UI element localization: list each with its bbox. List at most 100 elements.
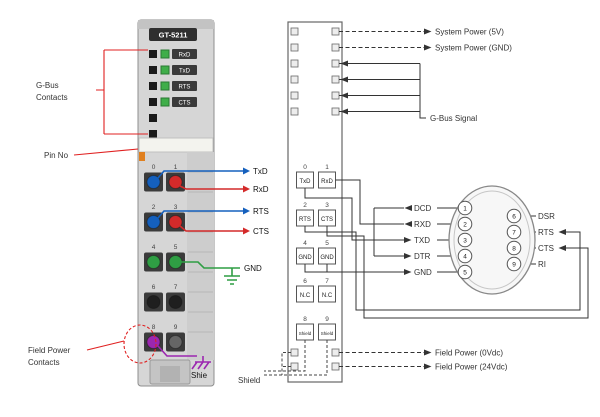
contact-square [331,75,340,84]
signal-label-cts: CTS [538,244,554,253]
module-cover-strip [138,137,214,153]
wire-rts-line [157,210,243,219]
release-tab [139,152,145,161]
wire-cts-wrap [326,226,589,319]
arrow-dcd-icon [404,205,412,211]
db9-pin-7 [506,224,522,240]
model-badge-label: GT-5211 [159,31,188,40]
system-power-5v-label: System Power (5V) [435,28,504,37]
arrow-txd-icon [404,237,412,243]
signal-label-gnd: GND [414,268,432,277]
led-cts-icon [160,97,170,107]
pin-no-label: Pin No [44,151,69,160]
arrow-field-0v-icon [424,349,432,356]
wire-rts-wrap [304,226,581,311]
red-annotations [73,49,157,364]
module-pin-number-6: 6 [152,284,156,291]
arrow-gnd-icon [404,269,412,275]
schem-pin-number-7: 7 [325,278,329,285]
led-txd-icon [160,65,170,75]
wire-txd-schem [304,188,404,241]
wire-txd-left [157,170,243,179]
led-rxd-icon [160,49,170,59]
db9-pin-4 [457,248,473,264]
edge-contacts [290,27,340,371]
contact-square [290,107,299,116]
contact-square [331,43,340,52]
arrow-gbus-icon [340,76,348,83]
module-pin-number-0: 0 [152,164,156,171]
led-chip-rts [172,81,197,91]
field-power-24v-label: Field Power (24Vdc) [435,363,508,372]
signal-label-txd: TXD [414,236,430,245]
wire-txd-line [157,170,243,179]
signal-label-ri: RI [538,260,546,269]
arrow-rxd-icon [243,185,250,193]
db9-pin-2 [457,216,473,232]
wire-label-gnd: GND [244,264,262,273]
contact-square [331,27,340,36]
shield-line-b [264,340,328,376]
signal-label-dcd: DCD [414,204,432,213]
wire-shield-left [157,345,211,370]
module-pin-number-1: 1 [174,164,178,171]
chassis-ground-icon [191,356,211,370]
gbus-contact-dot [149,130,157,138]
db9-inner-face [453,190,531,290]
gbus-signal-label: G-Bus Signal [430,114,477,123]
terminal-pin-0 [146,175,161,189]
gbus-contact-dot [149,114,157,122]
pin-box-rts-label: RTS [299,217,311,223]
terminal-pin-9 [168,335,183,349]
contact-square [290,59,299,68]
db9-pin-4-label: 4 [463,253,467,260]
db9-pin-1 [457,200,473,216]
wire-gnd-line [180,261,240,269]
pin-box-shield-a-label: Shield [299,331,312,336]
contact-square [331,362,340,371]
schem-pin-number-1: 1 [325,164,329,171]
terminal-pin-6 [146,295,161,309]
shield-lines [264,340,328,376]
wire-label-shield: Shie [191,371,208,380]
terminal-pin-7 [168,295,183,309]
arrow-txd-icon [243,167,250,175]
earth-ground-icon [224,268,240,285]
db9-connector: 1 2 3 4 5 6 7 8 9 [448,185,536,295]
led-label-rxd: RxD [179,53,191,59]
terminal-pin-2 [146,215,161,229]
module-pin-number-9: 9 [174,324,178,331]
led-chip-cts [172,97,197,107]
signal-label-dtr: DTR [414,252,431,261]
module-latch-inner [160,366,180,382]
arrow-field-24v-icon [424,363,432,370]
module-pin-number-4: 4 [152,244,156,251]
contact-square [331,59,340,68]
terminal-pin-1 [168,175,183,189]
db9-left-connectors [437,207,458,273]
db9-pin-7-label: 7 [512,229,516,236]
schem-pin-number-4: 4 [303,240,307,247]
pin-box-gnd-b-label: GND [320,255,334,261]
gbus-contacts-label-2: Contacts [36,93,68,102]
schem-pin-number-3: 3 [325,202,329,209]
shield-line-c [281,352,291,375]
contact-square [290,75,299,84]
field-power-pointer [86,340,125,351]
wire-rts-left [157,210,243,219]
pin-box-nc-b-label: N.C [322,293,333,299]
db9-pin-5-label: 5 [463,269,467,276]
db9-pin-5 [457,264,473,280]
led-chip-txd [172,65,197,75]
model-badge [149,28,197,41]
arrow-cts-icon [558,245,566,251]
wire-shield-line [157,345,197,357]
power-lines [339,31,424,367]
arrow-gbus-icon [340,60,348,67]
gbus-contacts-label-1: G-Bus [36,81,59,90]
arrow-rts-icon [243,207,250,215]
module-pin-number-2: 2 [152,204,156,211]
terminal-pin-3 [168,215,183,229]
db9-pin-6 [506,208,522,224]
led-chip-rxd [172,49,197,59]
